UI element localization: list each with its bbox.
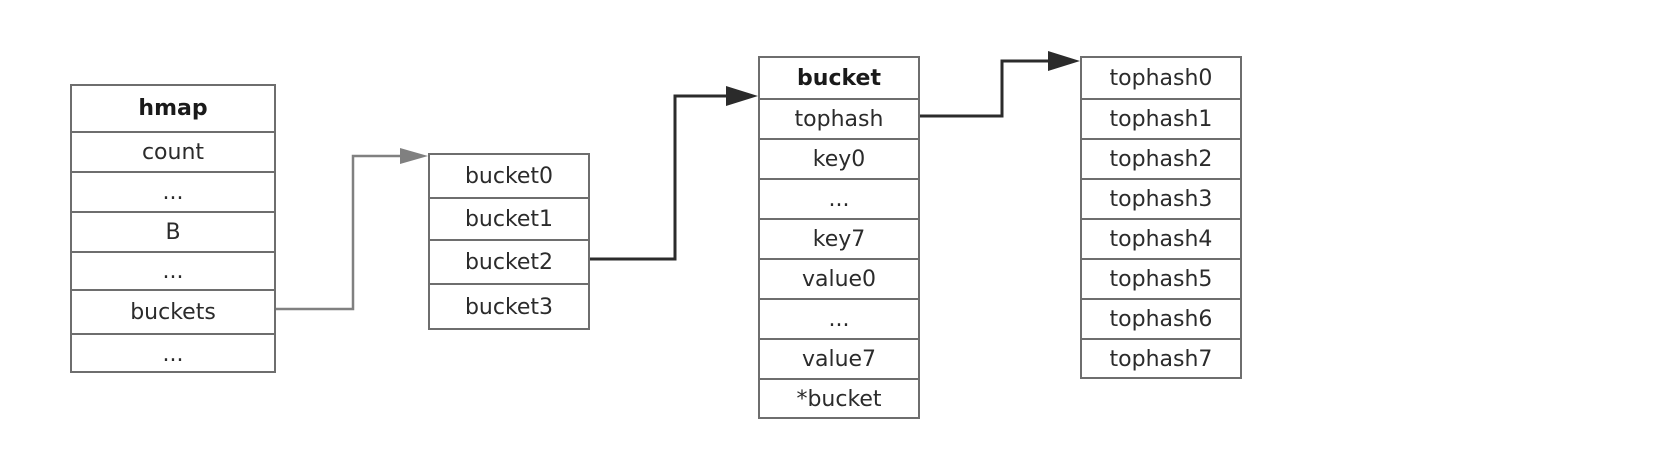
buckets-array-item-0: bucket0 (464, 163, 554, 189)
buckets-array-item-2: bucket2 (430, 239, 588, 283)
hmap-field-buckets: buckets (72, 289, 274, 333)
tophash-item-6: tophash6 (1082, 298, 1240, 338)
buckets-array: bucket0 bucket1 bucket2 bucket3 (428, 153, 590, 330)
bucket-field-key7: key7 (760, 218, 918, 258)
arrow-bucket2-to-bucket (590, 94, 730, 261)
arrow-tophash-to-array (920, 59, 1052, 118)
hmap-struct: hmap count ... B ... buckets ... (70, 84, 276, 373)
hmap-field-ellipsis-3: ... (72, 333, 274, 373)
arrowhead-tophash-to-array (1048, 51, 1080, 71)
bucket-field-ellipsis-1: ... (760, 178, 918, 218)
hmap-field-ellipsis-1: ... (72, 171, 274, 211)
buckets-array-item-3: bucket3 (430, 283, 588, 330)
bucket-field-ellipsis-2: ... (760, 298, 918, 338)
hmap-title: hmap (138, 96, 208, 121)
bucket-struct: bucket tophash key0 ... key7 value0 ... … (758, 56, 920, 419)
arrowhead-buckets-to-array (400, 148, 428, 164)
hmap-field-b: B (72, 211, 274, 251)
buckets-array-item-1: bucket1 (430, 197, 588, 239)
tophash-item-7: tophash7 (1082, 338, 1240, 379)
tophash-item-4: tophash4 (1082, 218, 1240, 258)
bucket-field-value7: value7 (760, 338, 918, 378)
hmap-field-count: count (72, 131, 274, 171)
tophash-item-3: tophash3 (1082, 178, 1240, 218)
bucket-field-key0: key0 (760, 138, 918, 178)
hmap-field-ellipsis-2: ... (72, 251, 274, 289)
tophash-item-5: tophash5 (1082, 258, 1240, 298)
tophash-item-2: tophash2 (1082, 138, 1240, 178)
arrowhead-bucket2-to-bucket (726, 86, 758, 106)
bucket-title: bucket (797, 65, 881, 91)
tophash-item-1: tophash1 (1082, 98, 1240, 138)
tophash-array: tophash0 tophash1 tophash2 tophash3 toph… (1080, 56, 1242, 379)
arrow-buckets-to-array (276, 154, 404, 311)
bucket-field-tophash: tophash (760, 98, 918, 138)
bucket-field-value0: value0 (760, 258, 918, 298)
tophash-item-0: tophash0 (1109, 65, 1213, 91)
bucket-field-overflow: *bucket (760, 378, 918, 419)
